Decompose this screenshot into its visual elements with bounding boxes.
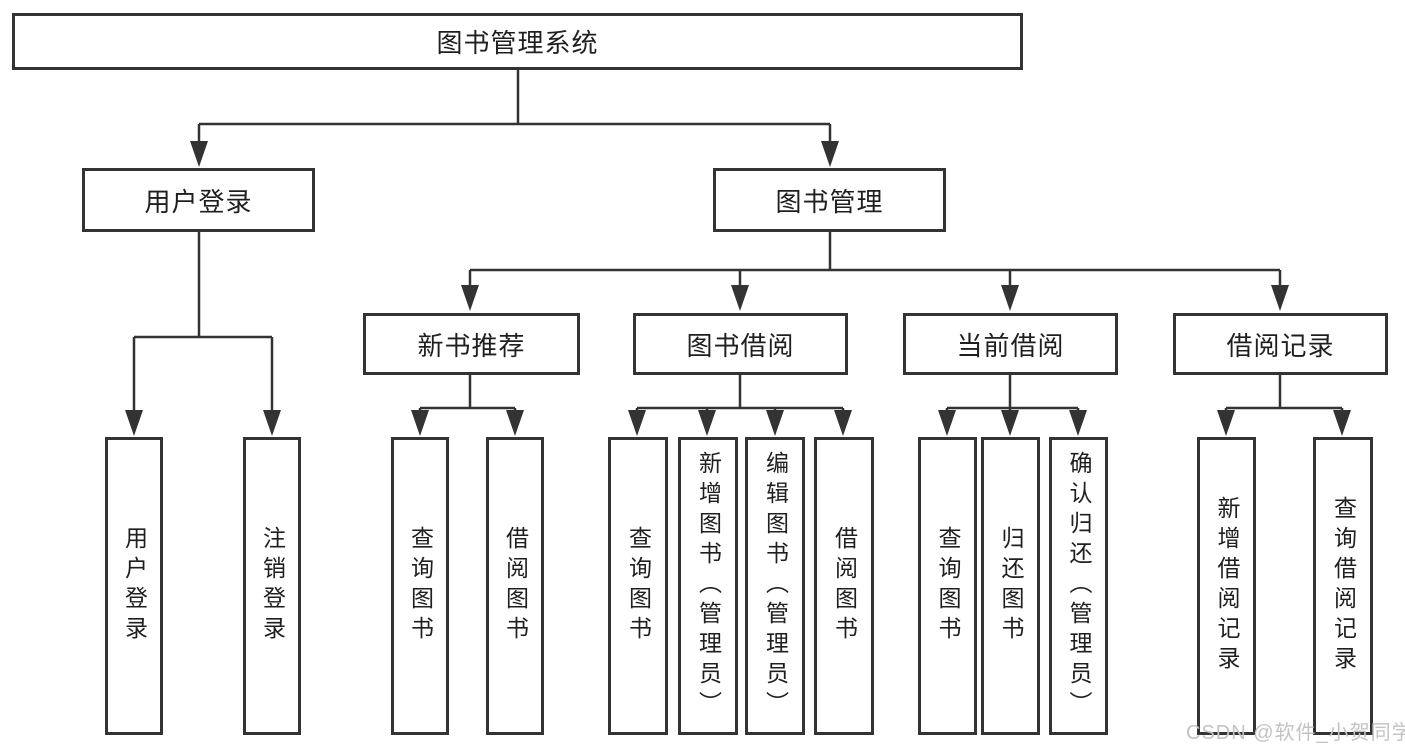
node-label: 借阅图书 [502,526,529,646]
node-label: 图书借阅 [686,330,795,361]
node-label: 查询图书 [935,526,961,646]
node-leaf-query-borrow-record: 查询借阅记录 [1313,437,1373,735]
node-label: 新增借阅记录 [1214,496,1240,676]
node-label: 确认归还（管理员） [1066,451,1092,721]
node-borrowing-records: 借阅记录 [1173,313,1388,375]
node-leaf-add-books-admin: 新增图书（管理员） [678,437,738,735]
node-book-management-system: 图书管理系统 [12,13,1023,70]
node-label: 用户登录 [121,526,148,646]
node-label: 查询图书 [625,526,652,646]
node-leaf-return-books: 归还图书 [981,437,1040,735]
node-label: 图书管理系统 [436,28,599,58]
node-label: 借阅记录 [1226,330,1335,361]
node-leaf-query-books-borrow: 查询图书 [608,437,668,735]
node-leaf-logout: 注销登录 [243,437,301,735]
node-label: 查询借阅记录 [1330,496,1357,676]
node-user-login: 用户登录 [82,168,315,232]
node-label: 新书推荐 [417,330,526,361]
node-label: 图书管理 [775,186,884,217]
node-new-book-recommend: 新书推荐 [363,313,580,375]
node-leaf-confirm-return-admin: 确认归还（管理员） [1049,437,1108,735]
node-label: 新增图书（管理员） [695,451,722,721]
node-leaf-borrow-books-recommend: 借阅图书 [486,437,544,735]
node-leaf-user-login: 用户登录 [105,437,163,735]
node-leaf-borrow-books-borrow: 借阅图书 [814,437,874,735]
node-current-borrowing: 当前借阅 [903,313,1118,375]
node-label: 当前借阅 [956,330,1065,361]
node-book-management: 图书管理 [713,168,946,232]
node-leaf-query-books-recommend: 查询图书 [391,437,449,735]
node-label: 用户登录 [144,186,253,217]
node-label: 借阅图书 [831,526,858,646]
csdn-watermark: CSDN @软件_小贺同学 [1186,722,1405,744]
node-label: 编辑图书（管理员） [762,451,789,721]
node-book-borrowing: 图书借阅 [633,313,848,375]
node-label: 注销登录 [259,526,286,646]
node-leaf-edit-books-admin: 编辑图书（管理员） [745,437,805,735]
node-leaf-query-books-current: 查询图书 [918,437,977,735]
node-leaf-add-borrow-record: 新增借阅记录 [1197,437,1256,735]
node-label: 归还图书 [998,526,1024,646]
node-label: 查询图书 [407,526,434,646]
